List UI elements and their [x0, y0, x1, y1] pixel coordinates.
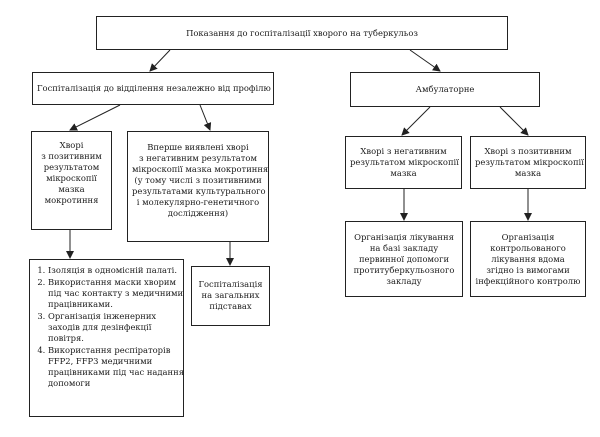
- amb-positive-smear-line: результатом мікроскопії: [475, 157, 584, 167]
- isolation-measure-line: Організація інженерних: [48, 311, 157, 321]
- general-hospitalization-box: Госпіталізація на загальних підставах: [191, 266, 270, 326]
- isolation-measure-line: під час контакту з медичними: [48, 288, 184, 298]
- first-detected-negative-line: і молекулярно-генетичного: [136, 197, 260, 207]
- isolation-measure-item: Ізоляція в одномісній палаті.: [48, 265, 177, 276]
- amb-negative-smear-line: результатом мікроскопії: [350, 157, 459, 167]
- root-label: Показання до госпіталізації хворого на т…: [186, 28, 418, 38]
- positive-smear-line: Хворі: [59, 140, 84, 150]
- isolation-measure-line: FFP2, FFP3 медичними: [48, 356, 153, 366]
- first-detected-negative-box: Вперше виявлені хворі з негативним резул…: [127, 131, 269, 242]
- primary-care-treatment-line: на базі закладу: [369, 243, 439, 253]
- controlled-home-treatment-line: Організація: [501, 232, 555, 242]
- hospitalization-branch-box: Госпіталізація до відділення незалежно в…: [32, 72, 274, 105]
- isolation-measure-line: працівниками під час надання: [48, 367, 184, 377]
- primary-care-treatment-line: протитуберкульозного: [353, 265, 455, 275]
- first-detected-negative-line: мікроскопії мазка мокротиння: [132, 164, 269, 174]
- ambulatory-branch-label: Амбулаторне: [415, 84, 475, 94]
- controlled-home-treatment-line: інфекційного контролю: [475, 276, 581, 286]
- first-detected-negative-line: Вперше виявлені хворі: [147, 142, 249, 152]
- arrow-ambulatory-to-positive: [499, 106, 529, 136]
- controlled-home-treatment-line: контрольованого: [490, 243, 566, 253]
- first-detected-negative-line: (у тому числі з позитивними: [134, 175, 262, 185]
- positive-smear-line: з позитивним: [41, 151, 102, 161]
- amb-positive-smear-box: Хворі з позитивним результатом мікроскоп…: [470, 136, 586, 189]
- amb-negative-smear-line: Хворі з негативним: [360, 146, 447, 156]
- arrow-hospitalization-to-first-negative: [199, 104, 212, 131]
- first-detected-negative-line: результатами культурального: [132, 186, 266, 196]
- isolation-measure-line: Використання маски хворим: [48, 277, 176, 287]
- isolation-measures-box: Ізоляція в одномісній палаті. Використан…: [29, 259, 184, 417]
- isolation-measure-item: Використання маски хворим під час контак…: [48, 277, 184, 310]
- arrow-ambulatory-to-negative: [401, 106, 431, 136]
- hospitalization-branch-label: Госпіталізація до відділення незалежно в…: [37, 83, 271, 93]
- arrow-root-to-ambulatory: [409, 49, 441, 72]
- isolation-measure-line: повітря.: [48, 333, 84, 343]
- controlled-home-treatment-line: згідно із вимогами: [486, 265, 570, 275]
- first-detected-negative-line: дослідження): [167, 208, 229, 218]
- primary-care-treatment-box: Організація лікування на базі закладу пе…: [345, 221, 463, 297]
- isolation-measure-line: працівниками.: [48, 299, 113, 309]
- general-hospitalization-line: Госпіталізація: [198, 279, 263, 289]
- isolation-measure-line: допомоги: [48, 378, 91, 388]
- amb-positive-smear-line: мазка: [514, 168, 542, 178]
- amb-positive-smear-line: Хворі з позитивним: [484, 146, 572, 156]
- arrow-hospitalization-to-positive: [69, 104, 121, 131]
- amb-negative-smear-line: мазка: [390, 168, 417, 178]
- positive-smear-line: мікроскопії: [46, 173, 97, 183]
- general-hospitalization-line: підставах: [209, 301, 252, 311]
- general-hospitalization-line: на загальних: [201, 290, 260, 300]
- root-box: Показання до госпіталізації хворого на т…: [96, 16, 508, 50]
- positive-smear-box: Хворі з позитивним результатом мікроскоп…: [31, 131, 112, 230]
- primary-care-treatment-line: Організація лікування: [354, 232, 454, 242]
- primary-care-treatment-line: закладу: [386, 276, 422, 286]
- isolation-measure-item: Використання респіраторів FFP2, FFP3 мед…: [48, 345, 184, 389]
- isolation-measure-item: Організація інженерних заходів для дезін…: [48, 311, 177, 344]
- arrow-root-to-hospitalization: [149, 49, 171, 72]
- isolation-measure-line: Ізоляція в одномісній палаті.: [48, 265, 177, 275]
- isolation-measure-line: Використання респіраторів: [48, 345, 171, 355]
- positive-smear-line: мокротиння: [44, 195, 99, 205]
- primary-care-treatment-line: первинної допомоги: [358, 254, 450, 264]
- isolation-measure-line: заходів для дезінфекції: [48, 322, 152, 332]
- amb-negative-smear-box: Хворі з негативним результатом мікроскоп…: [345, 136, 462, 189]
- isolation-measures-list: Ізоляція в одномісній палаті. Використан…: [36, 265, 184, 389]
- ambulatory-branch-box: Амбулаторне: [350, 72, 540, 107]
- positive-smear-line: результатом: [43, 162, 100, 172]
- controlled-home-treatment-box: Організація контрольованого лікування вд…: [470, 221, 586, 297]
- first-detected-negative-line: з негативним результатом: [139, 153, 257, 163]
- controlled-home-treatment-line: лікування вдома: [491, 254, 565, 264]
- positive-smear-line: мазка: [58, 184, 85, 194]
